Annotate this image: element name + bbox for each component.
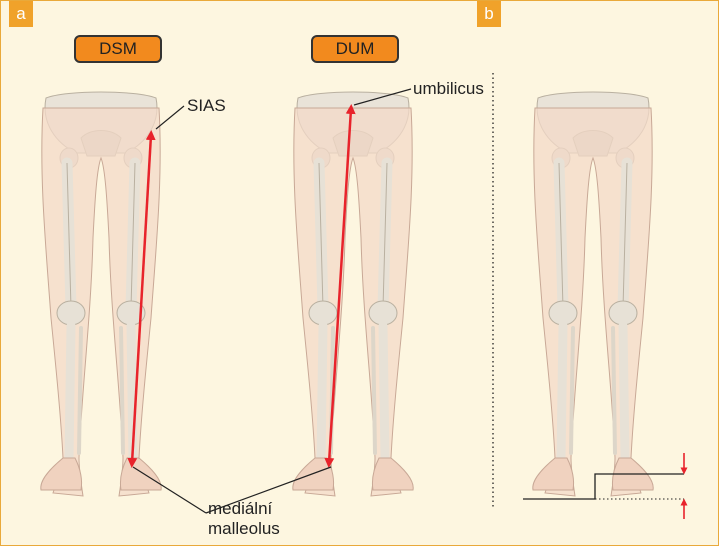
label-sias: SIAS xyxy=(187,96,226,116)
skeleton-figure-leg-discrepancy xyxy=(533,92,653,496)
skeleton-figure-dsm xyxy=(41,92,161,496)
label-medial-malleolus-2: malleolus xyxy=(208,519,280,539)
label-medial-malleolus-1: mediální xyxy=(208,499,272,519)
skeleton-figure-dum xyxy=(293,92,413,496)
sias-leader-line xyxy=(156,106,184,129)
method-label-dum: DUM xyxy=(311,35,399,63)
panel-tag-b: b xyxy=(477,1,501,27)
method-label-dsm: DSM xyxy=(74,35,162,63)
panel-tag-a: a xyxy=(9,1,33,27)
label-umbilicus: umbilicus xyxy=(413,79,484,99)
